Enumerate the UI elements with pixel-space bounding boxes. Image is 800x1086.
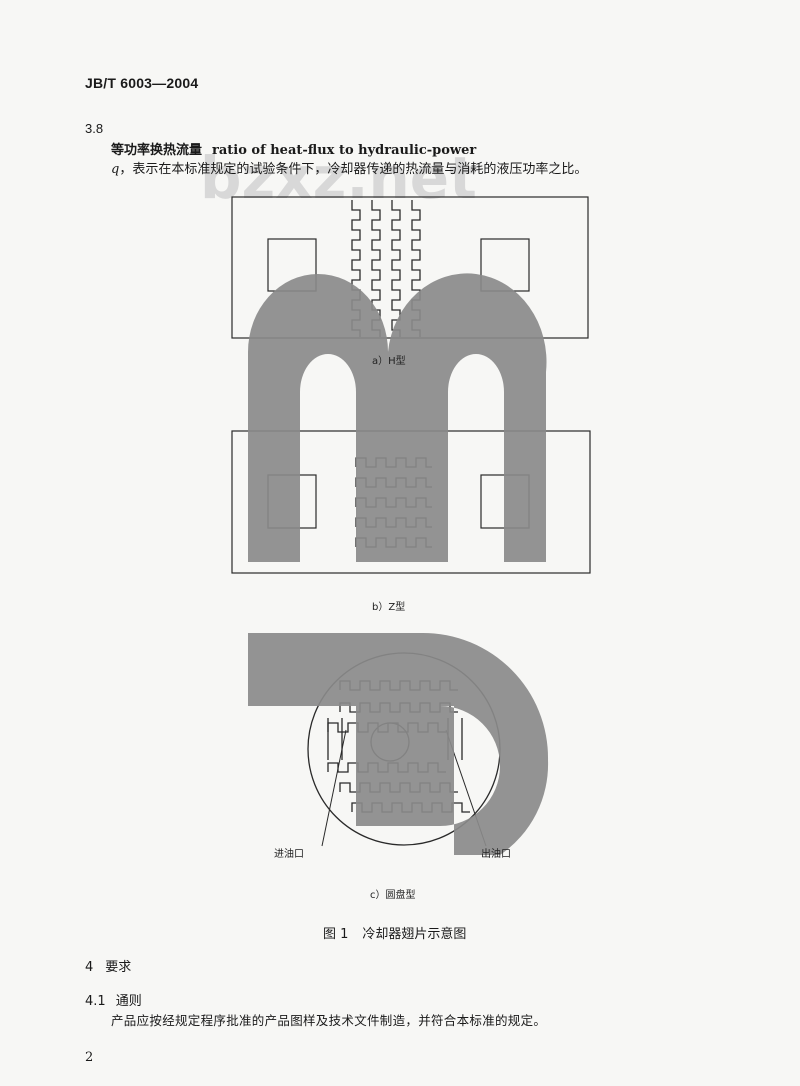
document-header-code: JB/T 6003—2004 — [85, 75, 199, 91]
caption-disc-type: c）圆盘型 — [370, 890, 416, 901]
inlet-leader-line — [321, 729, 347, 847]
figure-caption: 冷却器翅片示意图 — [362, 927, 467, 942]
watermark-m-shape — [248, 273, 547, 562]
clause-number: 4 — [85, 960, 94, 975]
page-number: 2 — [85, 1050, 94, 1065]
caption-h-type: a）H型 — [372, 356, 406, 367]
section-number: 3.8 — [85, 121, 104, 136]
figure-title: 图 1 冷却器翅片示意图 — [323, 923, 466, 942]
definition-symbol: q — [111, 162, 120, 177]
caption-z-type: b）Z型 — [372, 602, 406, 613]
requirement-body-text: 产品应按经规定程序批准的产品图样及技术文件制造，并符合本标准的规定。 — [111, 1013, 547, 1028]
subclause-title: 通则 — [115, 994, 142, 1009]
figure-number: 图 1 — [323, 927, 349, 942]
definition-text: ，表示在本标准规定的试验条件下，冷却器传递的热流量与消耗的液压功率之比。 — [119, 162, 588, 177]
outlet-label: 出油口 — [481, 849, 511, 860]
term-chinese: 等功率换热流量 — [111, 143, 203, 158]
term-definition: q，表示在本标准规定的试验条件下，冷却器传递的热流量与消耗的液压功率之比。 — [111, 158, 587, 177]
watermark-text: bzxz.net — [200, 144, 477, 212]
term-english: ratio of heat-flux to hydraulic-power — [212, 143, 477, 158]
watermark-p-shape — [248, 632, 549, 855]
clause-title: 要求 — [105, 960, 132, 975]
watermark-logo — [248, 273, 549, 855]
subclause-heading: 4.1 通则 — [85, 990, 142, 1009]
subclause-number: 4.1 — [85, 994, 106, 1009]
inlet-label: 进油口 — [274, 849, 304, 860]
term-heading: 等功率换热流量 ratio of heat-flux to hydraulic-p… — [111, 139, 476, 158]
clause-heading: 4 要求 — [85, 956, 131, 975]
